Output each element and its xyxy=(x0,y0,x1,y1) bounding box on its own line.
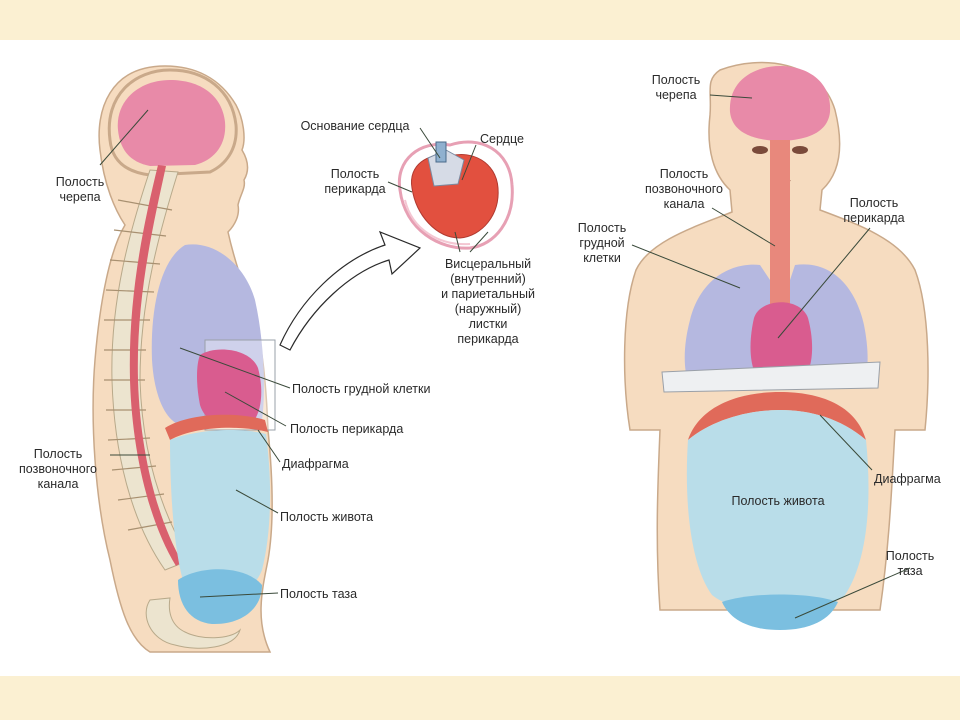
side-cranial-cavity xyxy=(117,80,226,166)
front-label-diaphragm: Диафрагма xyxy=(874,472,941,486)
side-label-pericardial: Полость перикарда xyxy=(290,422,403,436)
side-pericardial-cavity xyxy=(197,349,262,428)
front-leader-lines xyxy=(631,94,911,619)
front-abdominal-cavity xyxy=(686,410,869,613)
side-spinal-canal xyxy=(129,165,182,566)
side-pelvic-bone xyxy=(145,597,241,649)
side-view-figure xyxy=(92,65,276,653)
front-pelvic-cavity xyxy=(722,594,838,630)
heart-detail-figure xyxy=(397,140,514,250)
heart-label-base: Основание сердца xyxy=(301,119,410,133)
front-spinal-canal xyxy=(770,140,790,330)
heart-pericardial-gap xyxy=(404,199,471,246)
side-label-thoracic: Полость грудной клетки xyxy=(292,382,430,396)
front-diaphragm xyxy=(688,392,866,440)
top-band xyxy=(0,0,960,40)
front-lung-left xyxy=(684,264,770,388)
side-label-diaphragm: Диафрагма xyxy=(282,457,349,471)
front-view-figure xyxy=(623,61,929,630)
front-label-abdominal: Полость живота xyxy=(731,494,824,508)
side-abdominal-cavity xyxy=(170,430,271,604)
front-section-plane xyxy=(661,361,881,393)
heart-label-heart: Сердце xyxy=(480,132,524,146)
bottom-band xyxy=(0,676,960,720)
zoom-arrow xyxy=(279,230,422,351)
side-diaphragm xyxy=(165,414,268,440)
heart-leader-lines xyxy=(387,127,489,253)
side-label-abdominal: Полость живота xyxy=(280,510,373,524)
heart-vessels xyxy=(435,141,447,163)
heart-label-layers: Висцеральный(внутренний)и париетальный(н… xyxy=(441,257,535,346)
side-label-pelvic: Полость таза xyxy=(280,587,357,601)
side-skull-outline xyxy=(107,68,238,177)
pericardium-outer xyxy=(397,140,514,250)
side-pelvic-cavity xyxy=(178,569,262,625)
front-cranial-cavity xyxy=(729,66,831,141)
side-leader-lines xyxy=(99,109,291,598)
